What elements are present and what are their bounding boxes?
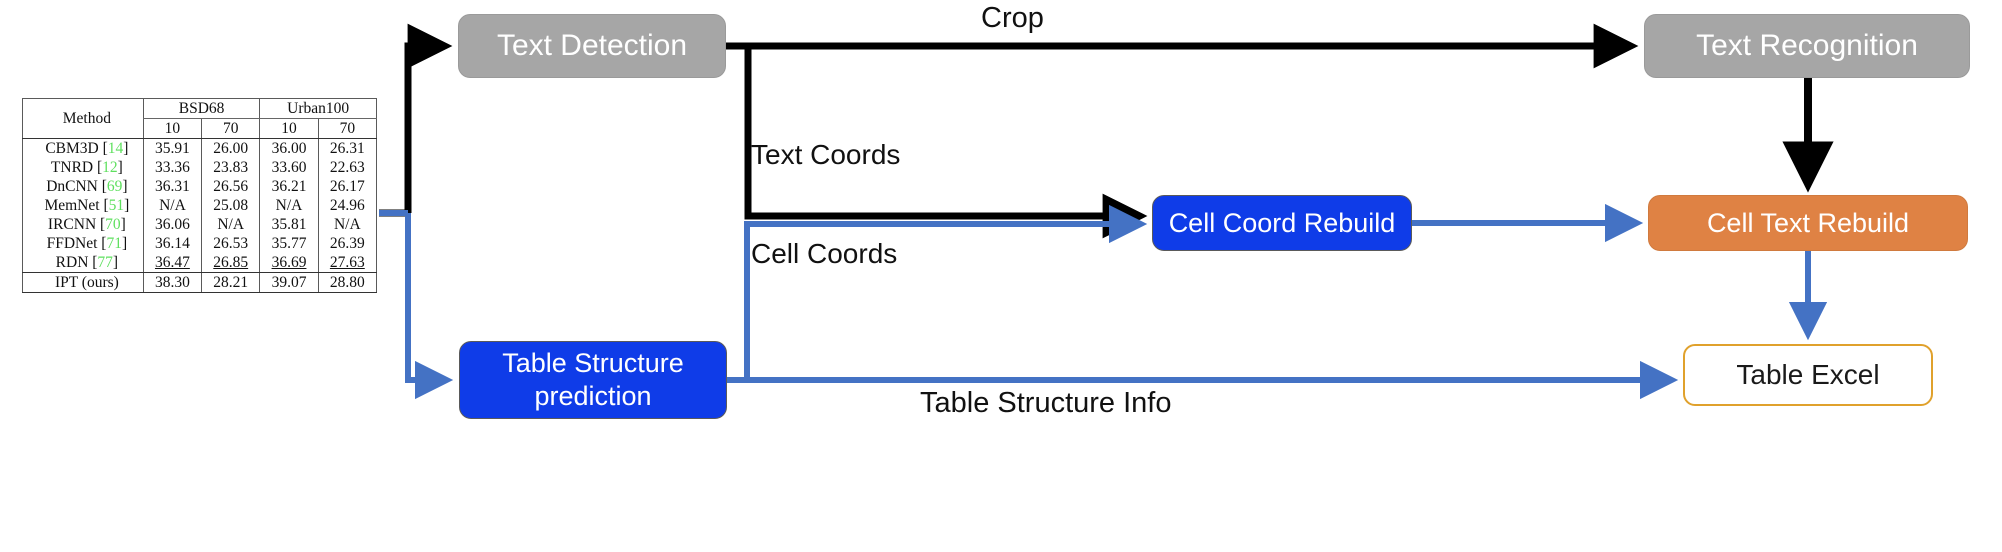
arrow-to-text-detection (404, 23, 453, 213)
cell-method-name: FFDNet [71] (46, 235, 128, 252)
column-group-header: BSD68 (142, 98, 260, 119)
cell-value: 38.30 (142, 272, 202, 293)
node-cell-coord-rebuild[interactable]: Cell Coord Rebuild (1152, 195, 1412, 251)
citation-ref: 51 (108, 197, 125, 214)
cell-value: 36.06 (142, 215, 202, 234)
column-group-header: Urban100 (259, 98, 377, 119)
cell-value: 35.81 (259, 215, 319, 234)
cell-value: 39.07 (259, 272, 319, 293)
arrow-text-coords (744, 46, 1148, 239)
cell-value: 26.17 (317, 177, 377, 196)
arrow-cell-coords (744, 204, 1148, 380)
citation-ref: 77 (97, 254, 113, 271)
cell-value: 35.77 (259, 234, 319, 253)
cell-method-name: IPT (ours) (22, 272, 144, 293)
cell-value: 28.80 (317, 272, 377, 293)
cell-value: 33.36 (142, 158, 202, 177)
citation-ref: 69 (106, 178, 123, 195)
cell-value: 27.63 (317, 253, 377, 273)
cell-value: 36.14 (142, 234, 202, 253)
citation-ref: 70 (105, 216, 121, 233)
citation-ref: 12 (102, 159, 118, 176)
node-cell-text-rebuild[interactable]: Cell Text Rebuild (1648, 195, 1968, 251)
cell-value: N/A (201, 215, 260, 234)
cell-value: 26.31 (317, 138, 377, 158)
cell-value: 26.85 (201, 253, 260, 273)
citation-ref: 71 (106, 235, 122, 252)
column-subheader: 10 (142, 118, 202, 139)
edge-label-crop: Crop (981, 2, 1044, 34)
cell-value: 22.63 (317, 158, 377, 177)
cell-value: 26.53 (201, 234, 260, 253)
cell-value: 36.00 (259, 138, 319, 158)
node-text-detection[interactable]: Text Detection (458, 14, 726, 78)
column-header-method: Method (22, 98, 144, 139)
cell-value: 36.47 (142, 253, 202, 273)
cell-value: 33.60 (259, 158, 319, 177)
cell-value: 26.56 (201, 177, 260, 196)
cell-method-name: TNRD [12] (50, 159, 123, 176)
cell-method-name: IRCNN [70] (47, 216, 126, 233)
edge-label-table-structure-info: Table Structure Info (920, 387, 1172, 419)
cell-value: 25.08 (201, 196, 260, 215)
edge-label-text-coords: Text Coords (751, 139, 901, 170)
cell-method-name: CBM3D [14] (45, 140, 129, 157)
cell-value: 28.21 (201, 272, 260, 293)
node-text-recognition[interactable]: Text Recognition (1644, 14, 1970, 78)
cell-method-name: DnCNN [69] (46, 178, 128, 195)
cell-value: 35.91 (142, 138, 202, 158)
cell-value: 23.83 (201, 158, 260, 177)
column-subheader: 70 (201, 118, 260, 139)
cell-value: N/A (259, 196, 319, 215)
cell-value: 36.69 (259, 253, 319, 273)
cell-value: N/A (317, 215, 377, 234)
cell-method-name: MemNet [51] (44, 197, 130, 214)
cell-value: 26.39 (317, 234, 377, 253)
cell-value: 36.21 (259, 177, 319, 196)
cell-value: 36.31 (142, 177, 202, 196)
cell-value: 24.96 (317, 196, 377, 215)
column-subheader: 10 (259, 118, 319, 139)
cell-value: N/A (142, 196, 202, 215)
column-subheader: 70 (317, 118, 377, 139)
citation-ref: 14 (107, 140, 124, 157)
edge-label-cell-coords: Cell Coords (751, 238, 898, 269)
cell-value: 26.00 (201, 138, 260, 158)
arrow-to-table-structure (405, 213, 454, 400)
cell-method-name: RDN [77] (22, 253, 144, 273)
node-table-excel[interactable]: Table Excel (1683, 344, 1933, 406)
